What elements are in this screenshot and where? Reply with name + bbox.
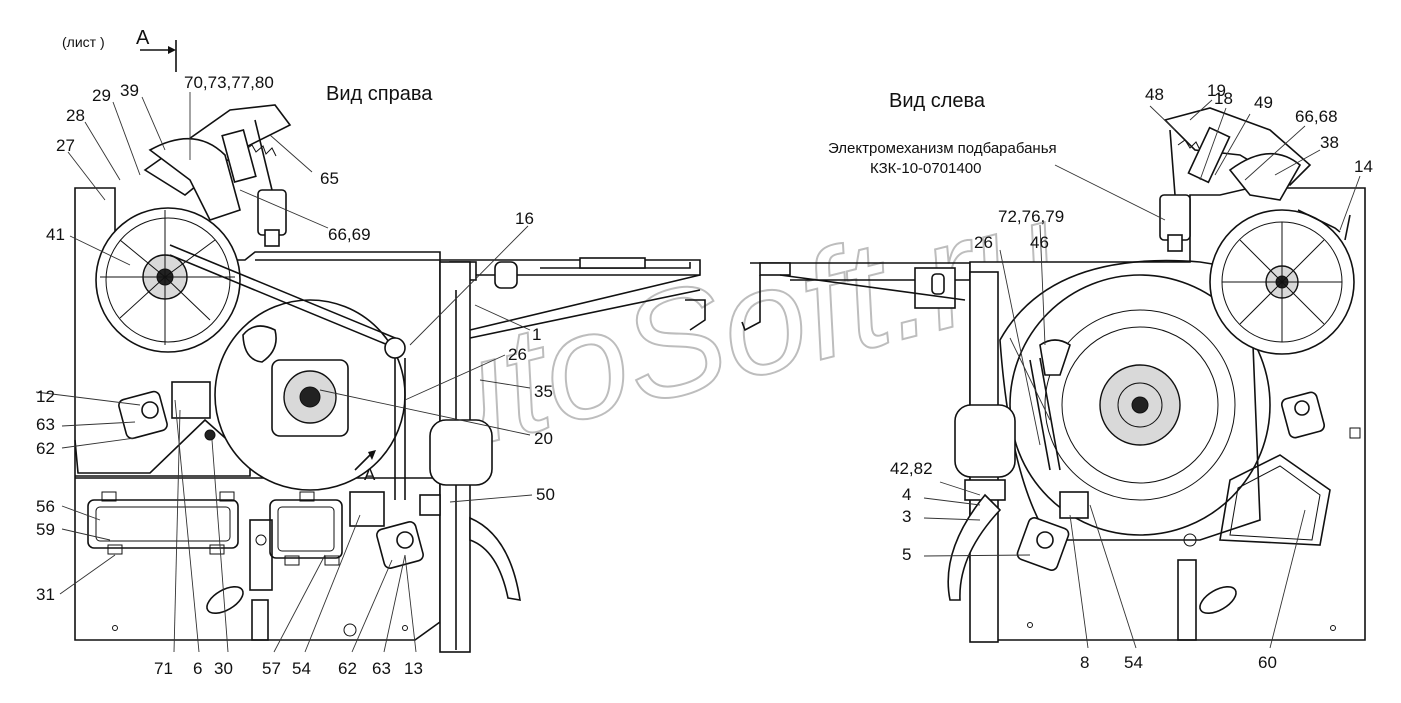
callout-65: 65 [320, 169, 339, 188]
callout-27: 27 [56, 136, 75, 155]
callout-6: 6 [193, 659, 202, 678]
callout-16: 16 [515, 209, 534, 228]
callout-18: 18 [1214, 89, 1233, 108]
callout-42-82: 42,82 [890, 459, 933, 478]
top-frame-beam [255, 259, 701, 276]
callout-63-bottom: 63 [372, 659, 391, 678]
callout-38: 38 [1320, 133, 1339, 152]
callout-4: 4 [902, 485, 911, 504]
callout-63-left: 63 [36, 415, 55, 434]
callout-19: 19 [1207, 81, 1226, 100]
callout-46: 46 [1030, 233, 1049, 252]
callout-26-right: 26 [508, 345, 527, 364]
callout-13: 13 [404, 659, 423, 678]
callout-20: 20 [534, 429, 553, 448]
callout-62-bottom: 62 [338, 659, 357, 678]
handle-frame [1219, 454, 1331, 546]
callout-12: 12 [36, 387, 55, 406]
callout-28: 28 [66, 106, 85, 125]
callout-8: 8 [1080, 653, 1089, 672]
left-view-drawing [741, 107, 1366, 643]
callout-50: 50 [536, 485, 555, 504]
callout-62-left: 62 [36, 439, 55, 458]
view-left-title: Вид слева [889, 90, 986, 112]
section-letter: А [136, 27, 150, 49]
callout-54-right: 54 [292, 659, 311, 678]
callout-14: 14 [1354, 157, 1373, 176]
callout-49: 49 [1254, 93, 1273, 112]
callout-60: 60 [1258, 653, 1277, 672]
callout-59: 59 [36, 520, 55, 539]
inspection-window-left [87, 499, 239, 549]
callout-5: 5 [902, 545, 911, 564]
actuator-cylinder [257, 189, 287, 236]
callout-72-76-79: 72,76,79 [998, 207, 1064, 226]
mechanism-caption-line1: Электромеханизм подбарабанья [828, 140, 1057, 157]
callout-30: 30 [214, 659, 233, 678]
callout-71: 71 [154, 659, 173, 678]
callout-1: 1 [532, 325, 541, 344]
mechanism-caption-line2: КЗК-10-0701400 [870, 160, 981, 177]
callout-3: 3 [902, 507, 911, 526]
right-view-drawing: А [74, 104, 706, 653]
left-view-callouts: 48 19 18 49 66,68 38 14 72,76,79 26 46 4… [890, 81, 1373, 672]
section-arrow-icon [140, 40, 177, 72]
right-view-callouts: 70,73,77,80 39 29 28 27 41 65 66,69 16 1… [36, 73, 555, 678]
hood-box [429, 419, 493, 486]
callout-35: 35 [534, 382, 553, 401]
sheet-reference: (лист ) [62, 34, 105, 50]
electromechanism-actuator [1159, 194, 1191, 241]
callout-41: 41 [46, 225, 65, 244]
lower-diagonal-panel [74, 418, 251, 477]
callout-31: 31 [36, 585, 55, 604]
callout-57: 57 [262, 659, 281, 678]
callout-70-73-77-80: 70,73,77,80 [184, 73, 274, 92]
left-hood-box [954, 404, 1016, 478]
right-view-leaders [35, 92, 533, 653]
callout-56: 56 [36, 497, 55, 516]
callout-66-68: 66,68 [1295, 107, 1338, 126]
callout-39: 39 [120, 81, 139, 100]
left-view-leaders [923, 99, 1361, 649]
connecting-rod [169, 244, 401, 341]
callout-54-left: 54 [1124, 653, 1143, 672]
callout-66-69: 66,69 [328, 225, 371, 244]
callout-26-left: 26 [974, 233, 993, 252]
callout-48: 48 [1145, 85, 1164, 104]
callout-29: 29 [92, 86, 111, 105]
view-right-title: Вид справа [326, 83, 433, 105]
inspection-window-right [269, 499, 343, 559]
section-mark: А [364, 465, 376, 484]
